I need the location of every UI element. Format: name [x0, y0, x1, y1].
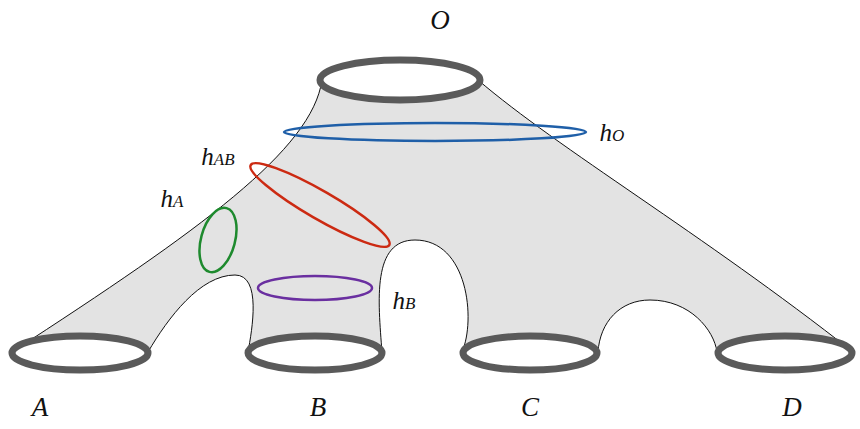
curve-label: hO [600, 112, 625, 145]
boundary-label: O [430, 7, 450, 34]
curve-label: hA [161, 178, 184, 211]
curve-label: hB [393, 280, 416, 313]
curve-label: hAB [201, 136, 234, 169]
boundary-label: D [782, 394, 802, 421]
boundary-label: B [310, 394, 327, 421]
boundary-label: A [32, 394, 49, 421]
boundary-label: C [521, 394, 539, 421]
